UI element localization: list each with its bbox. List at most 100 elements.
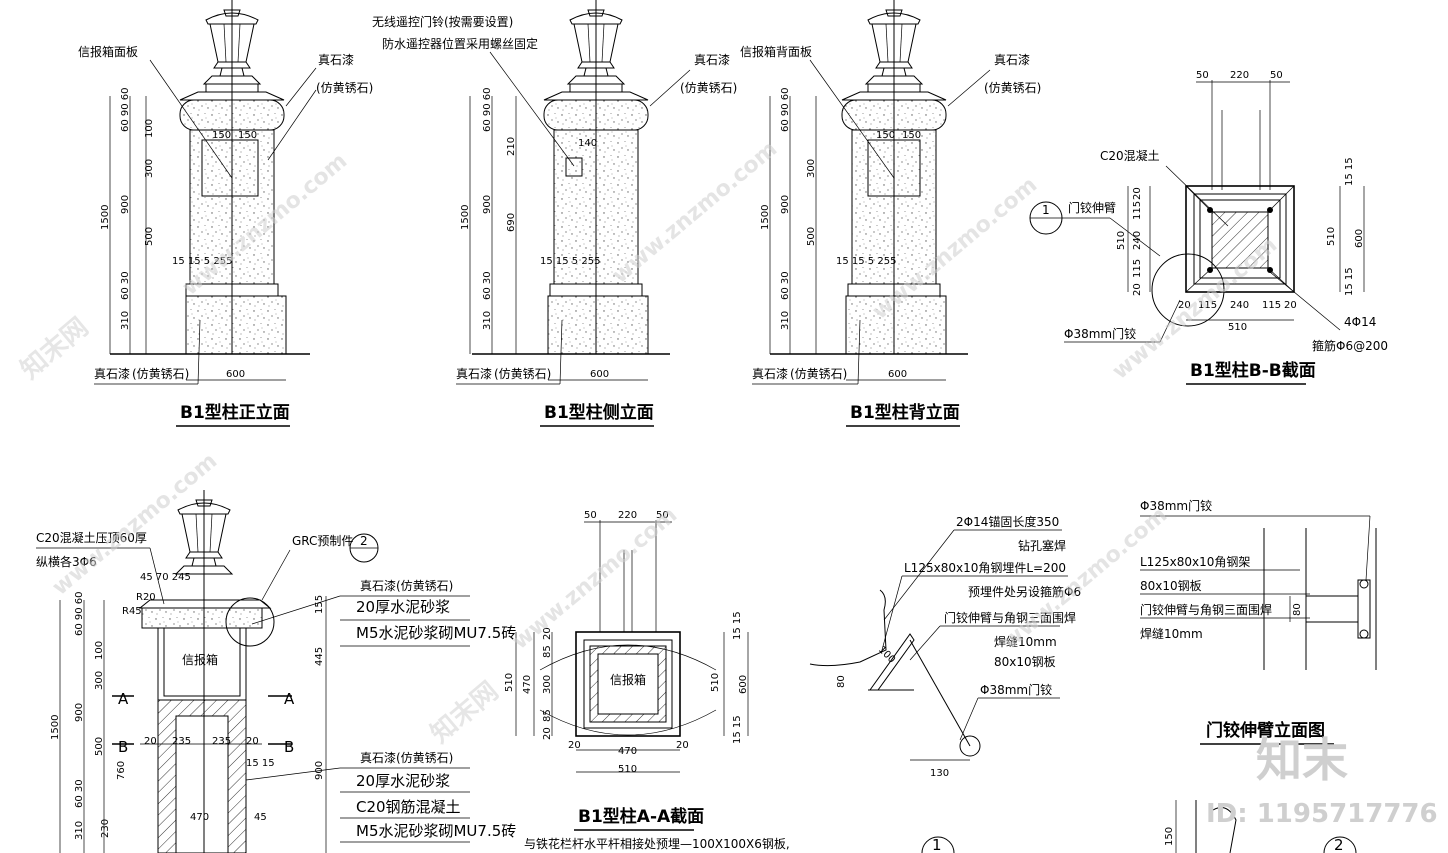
dim-1500: 1500 [100, 205, 111, 230]
dim-back-600: 600 [888, 369, 907, 380]
dim-15-5-255: 15 15 5 255 [172, 256, 232, 267]
anchor-note-8: Φ38mm门铰 [980, 682, 1052, 697]
section-bb: 50 220 50 C20混凝土 1 门铰伸臂 20 115 240 115 2… [1029, 70, 1388, 385]
bb-l-20a: 20 [1132, 187, 1143, 200]
aa-right-510: 510 [710, 673, 721, 692]
lower-concrete-top: C20混凝土压顶60厚 [36, 530, 147, 545]
lower-mid-235b: 235 [212, 736, 231, 747]
bb-b-115a: 115 [1198, 300, 1217, 311]
lower-top-dims: 45 70 245 [140, 572, 191, 583]
lower-45: 45 [254, 812, 267, 823]
column-front-elevation: 1500 60 90 60 100 300 900 500 60 30 310 … [78, 0, 373, 427]
bb-r-15-15b: 15 15 [1344, 267, 1355, 296]
anchor-100: 100 [876, 644, 897, 665]
dim-side-210: 210 [506, 137, 517, 156]
dim-100: 100 [144, 119, 155, 138]
arm-elevation: 80 Φ38mm门铰 L125x80x10角钢架 80x10钢板 门铰伸臂与角钢… [1140, 498, 1377, 745]
aa-b-510: 510 [618, 764, 637, 775]
arm-80: 80 [1292, 603, 1303, 616]
lower-l2-b: 20厚水泥砂浆 [356, 772, 450, 790]
lower-l1-a: 真石漆(仿黄锈石) [360, 579, 453, 593]
anchor-note-7: 80x10钢板 [994, 655, 1056, 669]
dim-side-140: 140 [578, 138, 597, 149]
aa-left-470: 470 [522, 675, 533, 694]
anchor-note-5: 门铰伸臂与角钢三面围焊 [944, 610, 1076, 625]
title-back-elevation: B1型柱背立面 [850, 402, 960, 423]
bb-b-20a: 20 [1178, 300, 1191, 311]
lower-l-900: 900 [74, 703, 85, 722]
dim-back-310: 310 [780, 311, 791, 330]
lower-l2-a: 真石漆(仿黄锈石) [360, 751, 453, 765]
label-side-finish: 真石漆 [694, 53, 730, 67]
bb-dim-50-b: 50 [1270, 70, 1283, 81]
bb-l-240: 240 [1132, 231, 1143, 250]
dim-500: 500 [144, 227, 155, 246]
title-section-aa: B1型柱A-A截面 [578, 806, 704, 827]
lower-l-310: 310 [74, 821, 85, 840]
label-doorbell-sub: 防水遥控器位置采用螺丝固定 [382, 36, 538, 51]
bb-callout-num: 1 [1042, 203, 1050, 217]
watermark-id: ID: 1195717776 [1206, 799, 1438, 829]
lower-470: 470 [190, 812, 209, 823]
label-base-finish: 真石漆 [94, 367, 130, 381]
lower-l-100: 100 [94, 641, 105, 660]
dim-150-b: 150 [238, 130, 257, 141]
dim-300: 300 [144, 159, 155, 178]
bb-r-15-15a: 15 15 [1344, 157, 1355, 186]
section-lower-left: 信报箱 C20混凝土压顶60厚 纵横各3Φ6 GRC预制件 2 45 70 24… [36, 490, 516, 853]
aa-left-510: 510 [504, 673, 515, 692]
lower-r20: R20 [136, 592, 156, 603]
label-side-finish-sub: (仿黄锈石) [680, 81, 737, 95]
dim-side-60-30: 60 30 [482, 271, 493, 300]
aa-l-85a: 85 [542, 645, 553, 658]
bb-stirrup: 箍筋Φ6@200 [1312, 338, 1388, 353]
column-back-elevation: 1500 60 90 60 300 900 500 60 30 310 150 … [740, 0, 1041, 427]
dim-back-detail: 15 15 5 255 [836, 256, 896, 267]
lower-r45: R45 [122, 606, 142, 617]
lower-grc: GRC预制件 [292, 534, 353, 548]
bb-l-20b: 20 [1132, 283, 1143, 296]
callout-bottom-2: 2 [1334, 836, 1344, 853]
aa-l-85b: 85 [542, 709, 553, 722]
watermark-brand: 知末 [1256, 733, 1348, 787]
bb-right-600: 600 [1354, 229, 1365, 248]
anchor-note-4: 预埋件处另设箍筋Φ6 [968, 584, 1081, 599]
label-mailbox-panel: 信报箱面板 [78, 44, 138, 59]
label-back-base: 真石漆 [752, 367, 788, 381]
title-side-elevation: B1型柱侧立面 [544, 402, 654, 423]
bb-concrete: C20混凝土 [1100, 148, 1160, 163]
lower-l-500: 500 [94, 737, 105, 756]
aa-b-20a: 20 [568, 740, 581, 751]
label-base-sub: (仿黄锈石) [132, 367, 189, 381]
bb-dim-50-a: 50 [1196, 70, 1209, 81]
aa-r-15-15b: 15 15 [732, 715, 743, 744]
lower-l2-d: M5水泥砂浆砌MU7.5砖 [356, 822, 516, 840]
cut-a-right: A [284, 690, 295, 708]
label-finish: 真石漆 [318, 53, 354, 67]
anchor-80: 80 [836, 675, 847, 688]
bb-left-total: 510 [1116, 231, 1127, 250]
aa-note: 与铁花栏杆水平杆相接处预埋—100X100X6钢板, [524, 836, 790, 851]
lower-230: 230 [100, 819, 111, 838]
label-back-panel: 信报箱背面板 [740, 44, 812, 59]
arm-note-1: Φ38mm门铰 [1140, 498, 1212, 513]
aa-l-300: 300 [542, 675, 553, 694]
dim-60-30: 60 30 [120, 271, 131, 300]
lower-l-60-30: 60 30 [74, 779, 85, 808]
column-side-elevation: 1500 60 90 60 210 900 690 60 30 310 140 … [372, 0, 737, 427]
anchor-note-6: 焊缝10mm [994, 634, 1057, 649]
aa-r-15-15a: 15 15 [732, 611, 743, 640]
dim-side-900: 900 [482, 195, 493, 214]
dim-side-detail: 15 15 5 255 [540, 256, 600, 267]
bb-l-115b: 115 [1132, 259, 1143, 278]
aa-b-20b: 20 [676, 740, 689, 751]
lower-box: 信报箱 [182, 652, 218, 667]
dim-back-60-30: 60 30 [780, 271, 791, 300]
dim-back-1500: 1500 [760, 205, 771, 230]
lower-r-900: 900 [314, 761, 325, 780]
bb-bottom-total: 510 [1228, 322, 1247, 333]
lower-rebar: 纵横各3Φ6 [36, 554, 97, 569]
dim-back-60-90-60: 60 90 60 [780, 87, 791, 132]
aa-l-20b: 20 [542, 727, 553, 740]
dim-side-60-90-60: 60 90 60 [482, 87, 493, 132]
